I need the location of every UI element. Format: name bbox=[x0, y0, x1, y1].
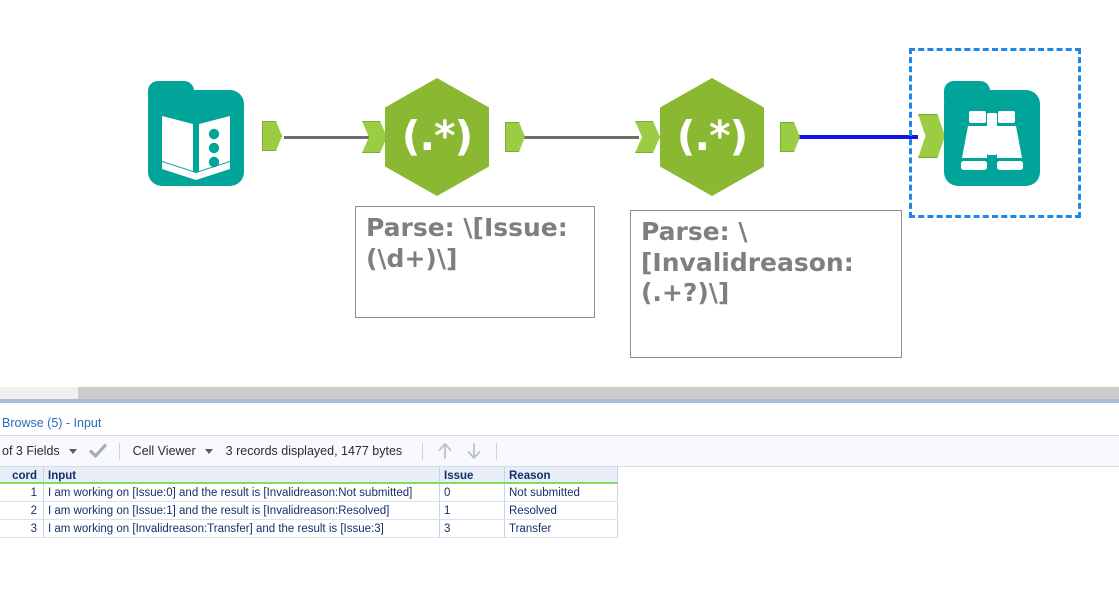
cell-viewer-selector[interactable]: Cell Viewer bbox=[131, 444, 222, 458]
cell-issue[interactable]: 1 bbox=[440, 502, 505, 520]
regex-tool-2-label: (.*) bbox=[676, 111, 748, 160]
chevron-down-icon[interactable] bbox=[204, 448, 213, 454]
selection-marquee bbox=[909, 48, 1081, 218]
canvas-results-splitter[interactable] bbox=[0, 383, 1119, 403]
splitter-rule bbox=[0, 399, 1119, 403]
splitter-right-segment[interactable] bbox=[78, 387, 1119, 399]
regex-tool-1-label: (.*) bbox=[401, 111, 473, 160]
records-displayed-label: 3 records displayed, 1477 bytes bbox=[225, 444, 403, 458]
browse-tool[interactable] bbox=[918, 81, 1040, 186]
connection-wire-2[interactable] bbox=[523, 136, 639, 139]
arrow-up-icon[interactable] bbox=[434, 441, 456, 461]
check-icon[interactable] bbox=[88, 442, 108, 460]
cell-issue[interactable]: 0 bbox=[440, 484, 505, 502]
grid-header-row: cord Input Issue Reason bbox=[0, 467, 618, 484]
cell-record: 2 bbox=[0, 502, 44, 520]
connection-wire-3[interactable] bbox=[796, 135, 918, 139]
toolbar-divider-2 bbox=[422, 442, 424, 460]
regex-tool-1-body[interactable]: (.*) bbox=[385, 78, 489, 196]
results-grid[interactable]: cord Input Issue Reason 1 I am working o… bbox=[0, 467, 618, 538]
cell-record: 3 bbox=[0, 520, 44, 538]
chevron-down-icon[interactable] bbox=[68, 448, 77, 454]
workflow-canvas[interactable]: (.*) (.*) bbox=[0, 0, 1119, 383]
cell-reason[interactable]: Transfer bbox=[505, 520, 618, 538]
toolbar-divider-1 bbox=[118, 442, 120, 460]
records-status: 3 records displayed, 1477 bytes bbox=[224, 444, 405, 458]
regex-tool-1-output-anchor[interactable] bbox=[505, 122, 525, 152]
text-input-tool-body[interactable] bbox=[148, 81, 244, 186]
regex-tool-1[interactable]: (.*) bbox=[362, 78, 525, 196]
annotation-box-2[interactable]: Parse: \[Invalidreason: (.+?)\] bbox=[630, 210, 902, 358]
regex-tool-2[interactable]: (.*) bbox=[635, 78, 800, 196]
cell-record: 1 bbox=[0, 484, 44, 502]
splitter-left-segment bbox=[0, 387, 78, 399]
cell-viewer-label: Cell Viewer bbox=[132, 444, 196, 458]
fields-selector-label: of 3 Fields bbox=[2, 444, 60, 458]
results-toolbar: of 3 Fields Cell Viewer 3 records displa… bbox=[0, 436, 1119, 467]
results-pane: Browse (5) - Input of 3 Fields Cell View… bbox=[0, 403, 1119, 590]
browse-tool-body[interactable] bbox=[944, 81, 1040, 186]
annotation-box-1[interactable]: Parse: \[Issue: (\d+)\] bbox=[355, 206, 595, 318]
column-header-record[interactable]: cord bbox=[0, 467, 44, 482]
binoculars-icon bbox=[961, 111, 1023, 170]
results-tab-browse-input[interactable]: Browse (5) - Input bbox=[2, 416, 102, 430]
cell-input[interactable]: I am working on [Issue:1] and the result… bbox=[44, 502, 440, 520]
connection-wire-1[interactable] bbox=[284, 136, 380, 139]
cell-input[interactable]: I am working on [Issue:0] and the result… bbox=[44, 484, 440, 502]
cell-input[interactable]: I am working on [Invalidreason:Transfer]… bbox=[44, 520, 440, 538]
table-row[interactable]: 1 I am working on [Issue:0] and the resu… bbox=[0, 484, 618, 502]
text-input-output-anchor[interactable] bbox=[262, 121, 282, 151]
column-header-input[interactable]: Input bbox=[44, 467, 440, 482]
column-header-reason[interactable]: Reason bbox=[505, 467, 618, 482]
cell-reason[interactable]: Not submitted bbox=[505, 484, 618, 502]
arrow-down-icon[interactable] bbox=[463, 441, 485, 461]
column-header-issue[interactable]: Issue bbox=[440, 467, 505, 482]
regex-tool-2-output-anchor[interactable] bbox=[780, 122, 800, 152]
cell-issue[interactable]: 3 bbox=[440, 520, 505, 538]
results-tab-bar: Browse (5) - Input bbox=[0, 403, 1119, 436]
table-row[interactable]: 3 I am working on [Invalidreason:Transfe… bbox=[0, 520, 618, 538]
book-icon bbox=[162, 116, 230, 180]
table-row[interactable]: 2 I am working on [Issue:1] and the resu… bbox=[0, 502, 618, 520]
text-input-tool[interactable] bbox=[148, 81, 282, 186]
cell-reason[interactable]: Resolved bbox=[505, 502, 618, 520]
regex-tool-2-body[interactable]: (.*) bbox=[660, 78, 764, 196]
fields-selector[interactable]: of 3 Fields bbox=[0, 442, 108, 460]
toolbar-divider-3 bbox=[496, 442, 498, 460]
